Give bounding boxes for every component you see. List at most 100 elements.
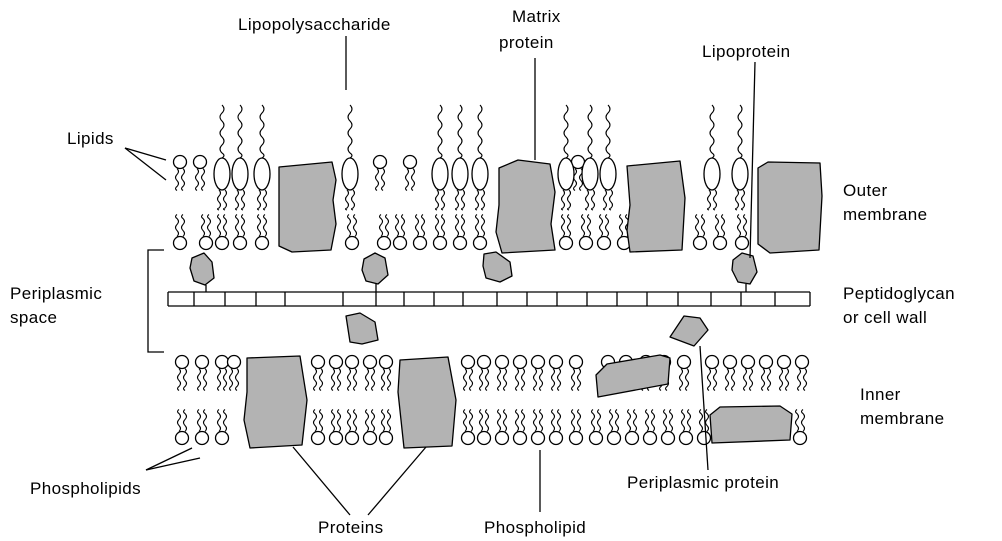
phospholipid [196,356,209,391]
lipopolysaccharide [558,105,574,210]
phospholipid [478,410,491,445]
phospholipid [346,410,359,445]
phospholipid [312,410,325,445]
periplasmic-space-label-1: Periplasmic [10,284,102,303]
phospholipid [590,410,603,445]
phospholipid [496,356,509,391]
phospholipids-label: Phospholipids [30,479,141,498]
lipids-label: Lipids [67,129,114,148]
phospholipid [724,356,737,391]
lipopolysaccharide [452,105,468,210]
lipopolysaccharide [342,105,358,210]
lipopolysaccharide [732,105,748,210]
inner-protein-4 [710,406,792,443]
lipopolysaccharide [600,105,616,210]
phospholipid [678,356,691,391]
phospholipid [176,410,189,445]
phospholipid [742,356,755,391]
inner-protein-1 [244,356,307,448]
phospholipid [404,156,417,191]
phospholipid [514,356,527,391]
phospholipid [760,356,773,391]
outer-protein-1 [279,162,336,252]
periplasmic-protein-2 [346,313,378,344]
phospholipid [462,356,475,391]
phospholipid [196,410,209,445]
periplasmic-protein-3 [670,316,708,346]
phospholipid [550,410,563,445]
phospholipid [794,410,807,445]
phospholipid [550,356,563,391]
phospholipid [496,410,509,445]
phospholipid [560,215,573,250]
phospholipid [474,215,487,250]
lipoprotein-2 [362,253,388,284]
lipopolysaccharide [432,105,448,210]
lipopolysaccharide [704,105,720,210]
matrix-protein-label-2: protein [499,33,554,52]
phospholipid [532,410,545,445]
inner-protein-2 [398,357,456,448]
phospholipid [394,215,407,250]
lipopolysaccharide [214,105,230,210]
inner-membrane-label-1: Inner [860,385,901,404]
phospholipid [174,215,187,250]
phospholipid [462,410,475,445]
phospholipid [662,410,675,445]
phospholipid [434,215,447,250]
phospholipid [256,215,269,250]
lipoprotein-3 [732,253,757,284]
phospholipid [378,215,391,250]
matrix-protein-label-1: Matrix [512,7,561,26]
phospholipid [174,156,187,191]
phospholipid [414,215,427,250]
lipopolysaccharide [472,105,488,210]
phospholipid [514,410,527,445]
phospholipid [570,356,583,391]
proteins-label: Proteins [318,518,384,537]
phospholipid [216,410,229,445]
lipoprotein-label: Lipoprotein [702,42,791,61]
phospholipid [714,215,727,250]
phospholipid [680,410,693,445]
phospholipid [580,215,593,250]
lipoprotein-1 [190,253,214,285]
phospholipid [706,356,719,391]
periplasmic-space-label-2: space [10,308,57,327]
phospholipid [796,356,809,391]
phospholipid [200,215,213,250]
phospholipid [626,410,639,445]
phospholipid [380,356,393,391]
peptidoglycan-layer [168,292,810,306]
phospholipid [736,215,749,250]
phospholipid [176,356,189,391]
phospholipid [330,356,343,391]
lipopolysaccharide [254,105,270,210]
phospholipid [570,410,583,445]
phospholipid [454,215,467,250]
outer-membrane-label-2: membrane [843,205,927,224]
phospholipid [312,356,325,391]
outer-protein-4 [758,162,822,253]
phospholipid [364,356,377,391]
phospholipid [234,215,247,250]
phospholipid [380,410,393,445]
phospholipid [346,215,359,250]
phospholipid [478,356,491,391]
lipopolysaccharide [232,105,248,210]
periplasmic-space-bracket [148,250,164,352]
lipopolysaccharide [582,105,598,210]
phospholipid [216,356,229,391]
phospholipid [364,410,377,445]
phospholipid [194,156,207,191]
phospholipid [644,410,657,445]
peptidoglycan-label-1: Peptidoglycan [843,284,955,303]
phospholipid [778,356,791,391]
phospholipid [598,215,611,250]
phospholipid-label: Phospholipid [484,518,586,537]
phospholipid [694,215,707,250]
outer-protein-3 [627,161,685,252]
outer-membrane-label-1: Outer [843,181,888,200]
matrix-protein [496,160,555,253]
